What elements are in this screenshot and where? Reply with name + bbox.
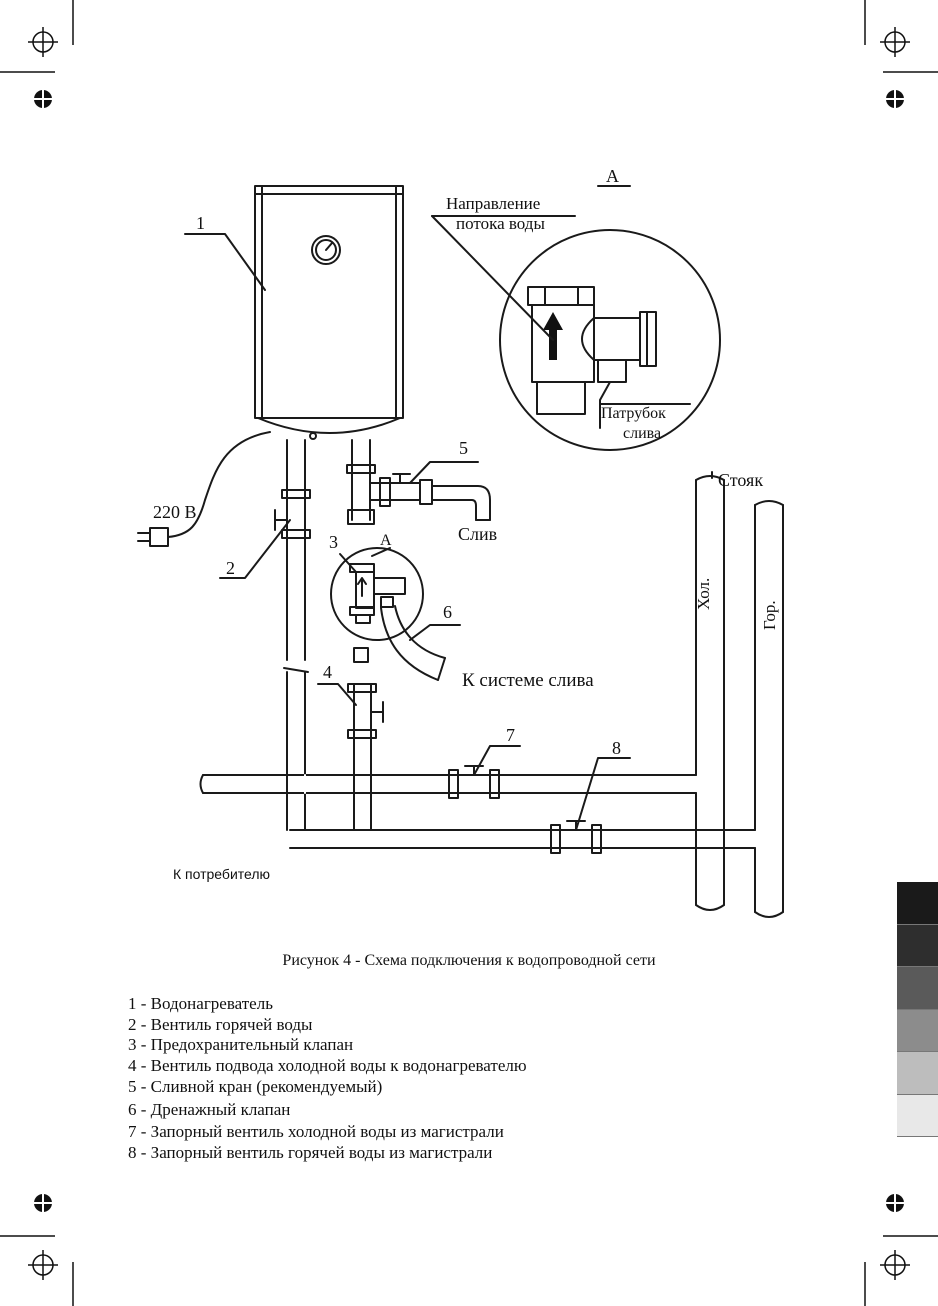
gray-swatch [897, 1094, 938, 1137]
registration-mark-top-right [864, 0, 938, 73]
drain-label: Слив [458, 524, 498, 544]
label-6: 6 [443, 602, 452, 622]
to-drain-system-label: К системе слива [462, 670, 594, 691]
label-8: 8 [612, 738, 621, 758]
legend-text: Водонагреватель [146, 994, 273, 1013]
gray-swatch [897, 967, 938, 1010]
drain-outlet-label: Патрубок слива [601, 404, 666, 444]
legend-text: Сливной кран (рекомендуемый) [146, 1076, 383, 1096]
hot-pipe-vertical [281, 439, 311, 831]
label-5: 5 [459, 438, 468, 458]
legend-item: 7 - Запорный вентиль холодной воды из ма… [128, 1122, 527, 1143]
drain-hose-6 [380, 605, 446, 681]
gray-calibration-strip [897, 882, 938, 1179]
bullet-mark-bottom-left [33, 1193, 53, 1213]
legend-item: 6 - Дренажный клапан [128, 1100, 527, 1121]
legend-number: 3 - [128, 1035, 147, 1055]
gray-swatch [897, 1009, 938, 1052]
legend-item: 8 - Запорный вентиль горячей воды из маг… [128, 1143, 527, 1164]
flow-direction-line1: Направление [446, 194, 541, 213]
legend-text: Предохранительный клапан [146, 1035, 354, 1055]
legend-number: 4 - [128, 1056, 147, 1076]
registration-mark-top-left [0, 0, 74, 73]
drain-tap-5 [369, 473, 491, 521]
legend-text: Запорный вентиль горячей воды из магистр… [146, 1142, 493, 1162]
cold-riser-label: Хол. [694, 577, 713, 610]
gray-swatch [897, 882, 938, 925]
detail-a-label-small: А [380, 532, 392, 549]
valve-4 [347, 683, 384, 831]
drain-outlet-line2: слива [623, 425, 662, 442]
label-3: 3 [329, 532, 338, 552]
valve-7 [448, 765, 500, 799]
legend-number: 5 - [128, 1076, 147, 1096]
detail-a-label-top: А [606, 166, 619, 186]
legend-item: 2 - Вентиль горячей воды [128, 1015, 527, 1036]
legend-number: 2 - [128, 1014, 147, 1034]
legend-number: 7 - [128, 1122, 147, 1142]
thermometer-gauge-icon [311, 235, 341, 265]
detail-circle-a-small [330, 547, 424, 641]
bullet-mark-top-right [885, 89, 905, 109]
water-heater [254, 185, 404, 440]
bullet-mark-top-left [33, 89, 53, 109]
flow-arrow-icon [543, 312, 563, 360]
figure-caption: Рисунок 4 - Схема подключения к водопров… [282, 952, 656, 969]
legend-item: 4 - Вентиль подвода холодной воды к водо… [128, 1056, 527, 1077]
label-7: 7 [506, 725, 515, 745]
legend-text: Запорный вентиль холодной воды из магист… [146, 1122, 504, 1142]
legend-item: 3 - Предохранительный клапан [128, 1035, 527, 1056]
hot-riser-label: Гор. [760, 600, 779, 630]
power-cord [137, 431, 271, 547]
to-consumer-label: К потребителю [173, 866, 271, 882]
flow-direction-line2: потока воды [456, 214, 545, 233]
legend-number: 6 - [128, 1099, 147, 1119]
legend-item: 1 - Водонагреватель [128, 994, 527, 1015]
registration-mark-bottom-right [864, 1235, 938, 1306]
registration-mark-bottom-left [0, 1235, 74, 1306]
label-2: 2 [226, 558, 235, 578]
legend-number: 1 - [128, 994, 147, 1013]
flow-direction-label: Направление потока воды [446, 194, 545, 234]
bullet-mark-bottom-right [885, 1193, 905, 1213]
detail-circle-a-large [499, 229, 721, 451]
label-1: 1 [196, 213, 205, 233]
riser-label: Стояк [718, 470, 764, 490]
hot-riser [754, 500, 784, 918]
valve-2 [274, 509, 288, 531]
gray-swatch [897, 1052, 938, 1095]
legend-text: Вентиль подвода холодной воды к водонагр… [146, 1056, 527, 1076]
pipe-break-piece [353, 647, 369, 663]
cold-inlet-pipe [346, 439, 376, 525]
legend-number: 8 - [128, 1142, 147, 1162]
hot-main-pipe [289, 829, 756, 849]
label-4: 4 [323, 662, 332, 682]
cold-riser [695, 475, 725, 911]
gray-swatch [897, 924, 938, 967]
gray-swatch [897, 1137, 938, 1179]
drain-outlet-line1: Патрубок [601, 405, 666, 422]
legend-item: 5 - Сливной кран (рекомендуемый) [128, 1077, 527, 1098]
legend-text: Дренажный клапан [146, 1099, 291, 1119]
legend-list: 1 - Водонагреватель 2 - Вентиль горячей … [128, 994, 527, 1164]
voltage-label: 220 В [153, 502, 197, 522]
legend-text: Вентиль горячей воды [146, 1014, 313, 1034]
